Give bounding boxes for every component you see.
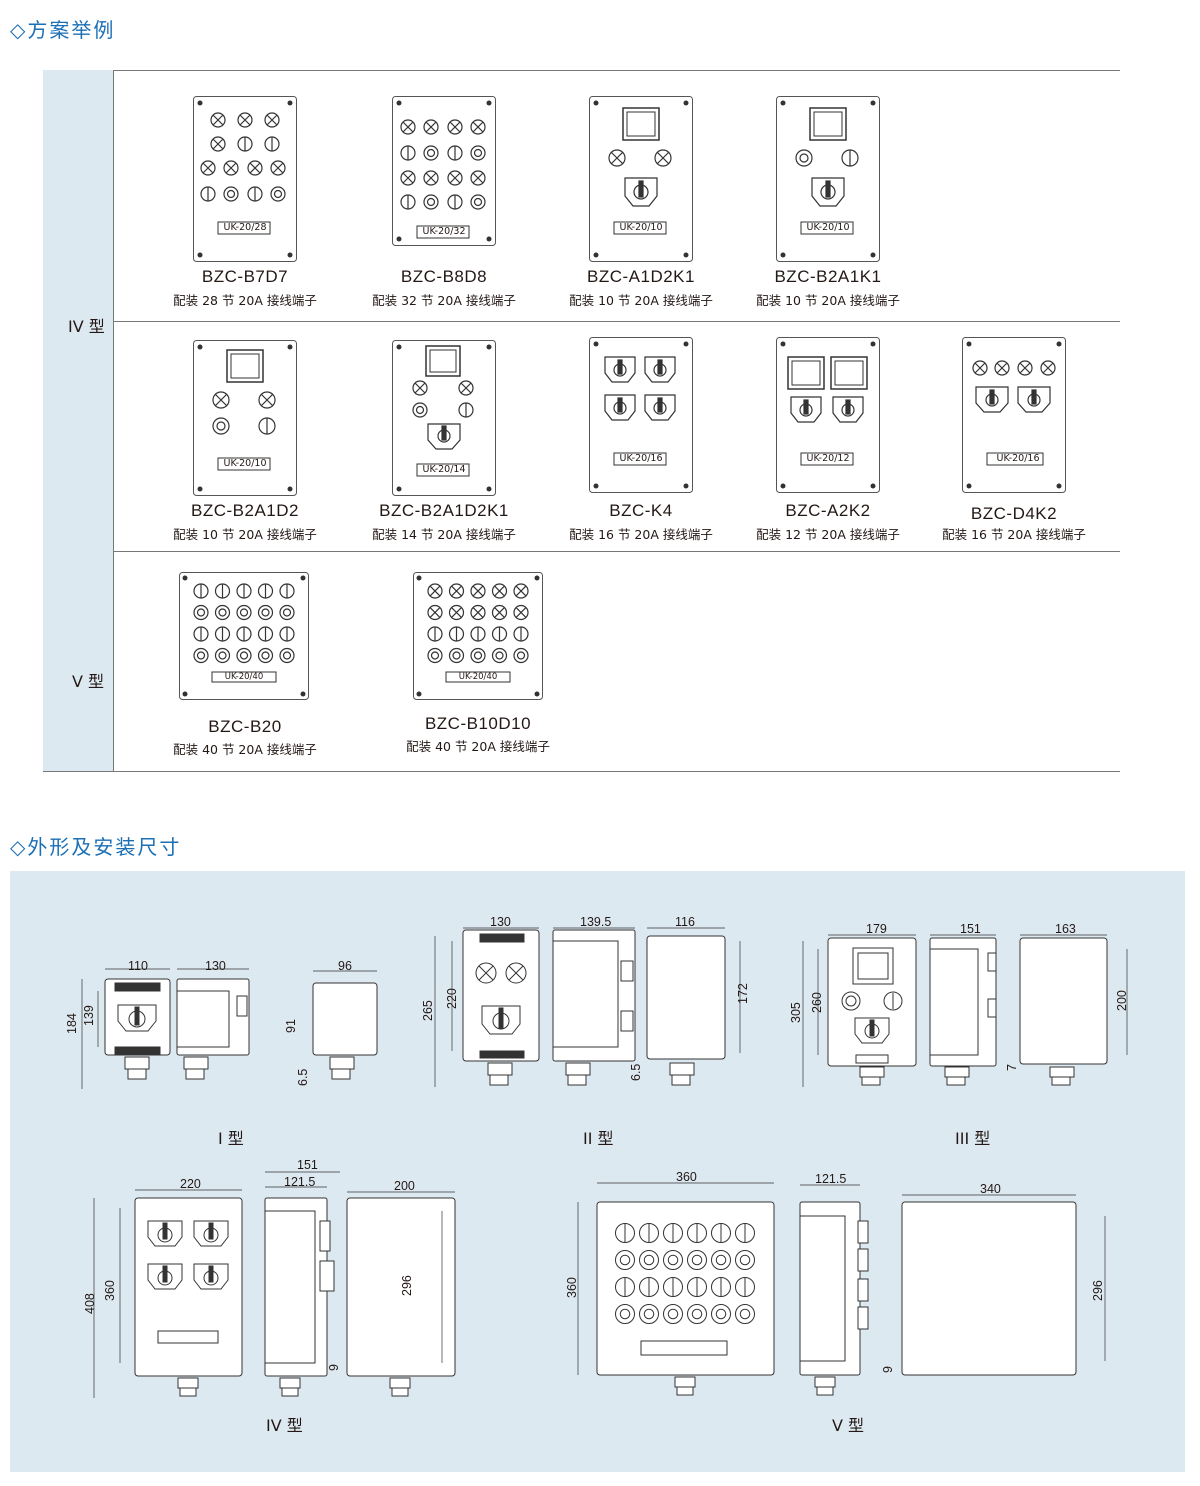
model-name: BZC-D4K2 (970, 504, 1058, 523)
dim-label: 130 (490, 915, 511, 929)
dim-label: 151 (960, 922, 981, 936)
dim-label: 184 (65, 1013, 79, 1034)
type-label-iv: IV 型 (266, 1416, 303, 1435)
row-label-type-iv: IV 型 (68, 317, 105, 336)
dim-label: 91 (284, 1019, 298, 1033)
dim-label: 360 (676, 1170, 697, 1184)
dim-label: 139.5 (580, 915, 611, 929)
dim-label: 172 (736, 983, 750, 1004)
dim-label: 305 (789, 1002, 803, 1023)
dim-label: 408 (83, 1293, 97, 1314)
panel-bzc-b2a1k1 (776, 96, 880, 262)
dim-label: 340 (980, 1182, 1001, 1196)
section-title-dimensions: ◇外形及安装尺寸 (10, 835, 182, 859)
terminal-label: UK-20/28 (223, 222, 267, 233)
model-desc: 配装 10 节 20A 接线端子 (569, 293, 713, 308)
model-desc: 配装 14 节 20A 接线端子 (372, 527, 516, 542)
model-name: BZC-B7D7 (201, 267, 289, 286)
model-name: BZC-B10D10 (424, 714, 532, 733)
dim-label: 96 (338, 959, 352, 973)
model-name: BZC-B2A1K1 (774, 267, 882, 286)
dim-label: 121.5 (815, 1172, 846, 1186)
row-label-type-v: V 型 (72, 672, 105, 691)
model-desc: 配装 28 节 20A 接线端子 (173, 293, 317, 308)
dim-label: 7 (1005, 1064, 1019, 1071)
model-desc: 配装 10 节 20A 接线端子 (756, 293, 900, 308)
dim-label: 200 (1115, 990, 1129, 1011)
terminal-label: UK-20/10 (619, 222, 663, 233)
terminal-label: UK-20/12 (806, 453, 850, 464)
panel-bzc-b20 (179, 572, 309, 700)
panel-bzc-a1d2k1 (589, 96, 693, 262)
dim-label: 6.5 (629, 1064, 643, 1081)
type-label-v: V 型 (832, 1416, 865, 1435)
dim-label: 130 (205, 959, 226, 973)
dim-label: 163 (1055, 922, 1076, 936)
panel-bzc-b2a1d2 (193, 340, 297, 496)
model-name: BZC-B20 (208, 717, 282, 736)
dim-label: 9 (881, 1366, 895, 1373)
model-desc: 配装 40 节 20A 接线端子 (173, 742, 317, 757)
type-label-i: I 型 (218, 1129, 244, 1148)
dim-label: 260 (810, 992, 824, 1013)
dim-label: 296 (400, 1275, 414, 1296)
dim-label: 9 (327, 1364, 341, 1371)
dim-label: 360 (565, 1277, 579, 1298)
dim-label: 265 (421, 1000, 435, 1021)
type-label-ii: II 型 (583, 1129, 614, 1148)
dim-label: 6.5 (296, 1069, 310, 1086)
model-name: BZC-B2A1D2K1 (379, 501, 509, 520)
section-title-examples: ◇方案举例 (10, 18, 116, 42)
panel-bzc-d4k2 (962, 337, 1066, 493)
terminal-label: UK-20/10 (806, 222, 850, 233)
model-name: BZC-B8D8 (400, 267, 488, 286)
model-desc: 配装 16 节 20A 接线端子 (942, 527, 1086, 542)
dim-label: 121.5 (284, 1175, 315, 1189)
model-name: BZC-K4 (609, 501, 673, 520)
terminal-label: UK-20/16 (619, 453, 663, 464)
panel-bzc-a2k2 (776, 337, 880, 493)
terminal-label: UK-20/32 (422, 226, 466, 237)
model-desc: 配装 12 节 20A 接线端子 (756, 527, 900, 542)
terminal-label: UK-20/40 (458, 672, 498, 682)
terminal-label: UK-20/10 (223, 458, 267, 469)
indicator-lamp-x-icon (200, 112, 286, 202)
model-name: BZC-B2A1D2 (191, 501, 299, 520)
panel-bzc-b2a1d2k1 (392, 340, 496, 496)
panel-bzc-b8d8 (392, 96, 496, 246)
model-desc: 配装 40 节 20A 接线端子 (406, 739, 550, 754)
dim-label: 179 (866, 922, 887, 936)
dim-label: 116 (675, 915, 695, 929)
dim-label: 220 (180, 1177, 201, 1191)
model-desc: 配装 10 节 20A 接线端子 (173, 527, 317, 542)
model-desc: 配装 16 节 20A 接线端子 (569, 527, 713, 542)
dim-label: 151 (297, 1158, 318, 1172)
model-desc: 配装 32 节 20A 接线端子 (372, 293, 516, 308)
terminal-label: UK-20/14 (422, 464, 466, 475)
terminal-label: UK-20/16 (996, 453, 1040, 464)
dimension-drawings: 110 130 96 184 139 91 6.5 130 139.5 116 … (65, 915, 1129, 1398)
dim-label: 200 (394, 1179, 415, 1193)
panel-bzc-k4 (589, 337, 693, 493)
terminal-label: UK-20/40 (224, 672, 264, 682)
panel-bzc-b10d10 (413, 572, 543, 700)
type-label-iii: III 型 (955, 1129, 991, 1148)
dim-label: 139 (82, 1005, 96, 1026)
model-name: BZC-A1D2K1 (587, 267, 695, 286)
dim-label: 110 (128, 959, 148, 973)
dim-label: 296 (1091, 1280, 1105, 1301)
dim-label: 360 (103, 1280, 117, 1301)
model-name: BZC-A2K2 (785, 501, 871, 520)
dim-label: 220 (445, 988, 459, 1009)
panel-bzc-b7d7 (193, 96, 297, 262)
